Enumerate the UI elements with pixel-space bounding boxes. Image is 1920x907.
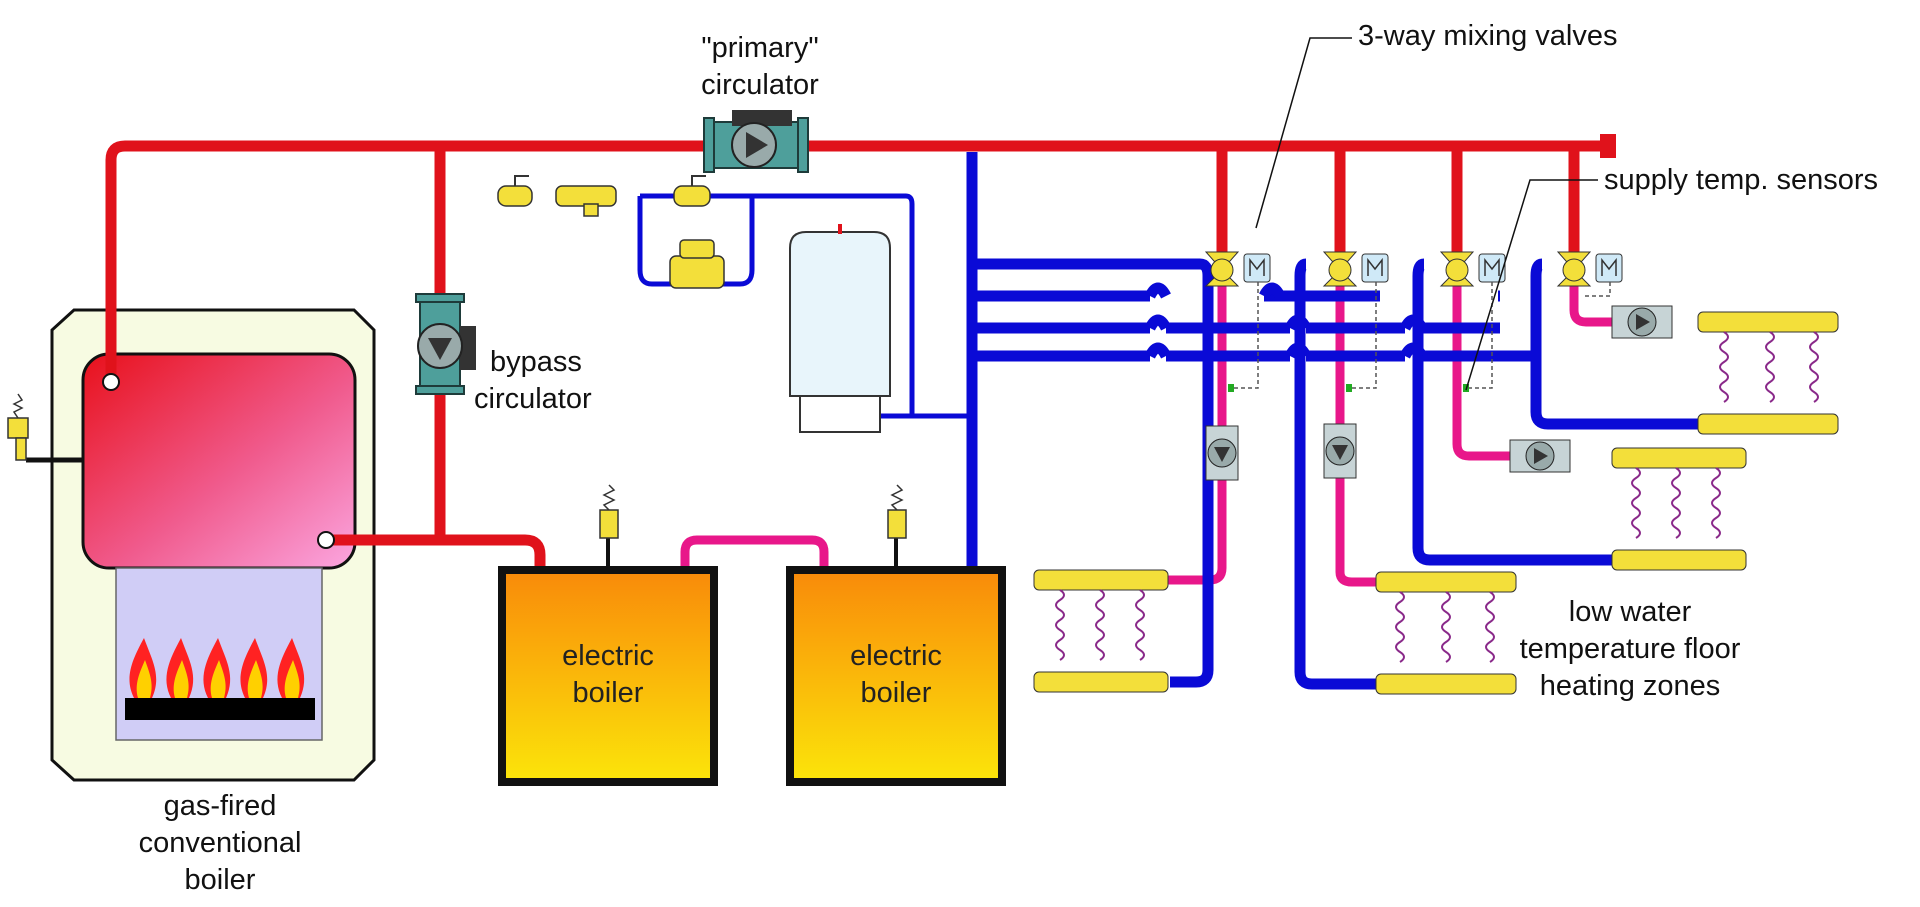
primary-circulator-icon [703,110,809,173]
return-piping [637,152,1698,690]
manifold-zone-2 [1375,571,1517,695]
burner [125,698,315,720]
gas-boiler-label: gas-fired conventional boiler [100,788,340,899]
manifold-zone-3 [1611,447,1747,571]
electric-boiler-1-label-line1: electric [562,640,654,672]
bypass-circulator-icon [415,293,476,395]
supply-header-cap [1600,134,1616,158]
primary-circulator-label-line1: "primary" [701,32,819,64]
electric-boiler-1 [498,484,718,786]
manifold-zone-1 [1033,569,1169,693]
floor-zones-label-line2: temperature floor [1519,633,1741,665]
zone-circulators [1205,305,1673,481]
supply-sensors-label: supply temp. sensors [1604,164,1879,196]
mixing-valve-icon [1556,251,1623,287]
mixing-valve-icon [1439,251,1506,287]
mixing-valve-icon [1204,251,1271,287]
heat-exchanger [81,352,357,570]
electric-boiler-1-label: electric boiler [498,638,718,712]
floor-zones-label-line1: low water [1568,596,1692,628]
gas-fired-boiler [7,308,376,782]
supply-port [102,373,120,391]
mixing-valves-label: 3-way mixing valves [1358,20,1618,52]
sensor-dots [1228,384,1469,392]
manifold-zone-4 [1697,311,1839,435]
return-port [317,531,335,549]
burner-flames-icon [129,638,305,698]
electric-boiler-2-label: electric boiler [786,638,1006,712]
leader-lines [1255,37,1598,391]
relief-valve-icon [7,393,29,461]
mixing-valves [1204,251,1623,287]
sensor-wires [1230,282,1611,389]
primary-circulator-label: "primary" circulator [680,30,840,104]
gas-boiler-label-line1: gas-fired [163,790,277,822]
bypass-circulator-label-line1: bypass [490,346,582,378]
mixing-valve-icon [1322,251,1389,287]
floor-zones-label-line3: heating zones [1539,670,1721,702]
expansion-tank [789,224,891,433]
electric-boiler-2 [786,484,1006,786]
floor-heating-manifolds [1033,311,1839,695]
makeup-water-assembly [497,175,725,289]
gas-boiler-label-line3: boiler [184,864,256,896]
electric-boiler-2-label-line2: boiler [860,677,932,709]
floor-zones-label: low water temperature floor heating zone… [1480,594,1780,705]
electric-boiler-1-label-line2: boiler [572,677,644,709]
electric-boiler-2-label-line1: electric [850,640,942,672]
primary-circulator-label-line2: circulator [701,69,819,101]
gas-boiler-label-line2: conventional [138,827,302,859]
bypass-circulator-label-line2: circulator [474,383,592,415]
bypass-circulator-label: bypass circulator [474,344,592,418]
